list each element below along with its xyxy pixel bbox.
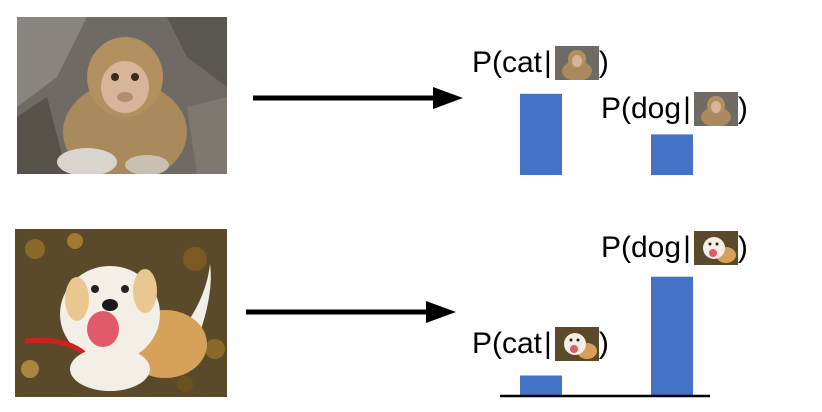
dog-photo xyxy=(15,229,227,397)
dog-thumbnail-icon xyxy=(554,327,599,361)
monkey-photo xyxy=(17,17,227,174)
label-bottom-cat: P(cat|) xyxy=(472,327,609,361)
bar-cat xyxy=(520,93,562,175)
arrow-bottom xyxy=(246,301,456,323)
bar-dog xyxy=(651,276,693,395)
arrow-top xyxy=(253,87,463,109)
dog-thumbnail-icon xyxy=(693,231,738,265)
chart-top xyxy=(520,93,693,175)
monkey-thumbnail-icon xyxy=(554,46,599,80)
label-top-cat: P(cat|) xyxy=(472,46,609,80)
bar-dog xyxy=(651,134,693,175)
label-bottom-dog: P(dog|) xyxy=(601,231,748,265)
label-top-dog: P(dog|) xyxy=(601,92,748,126)
monkey-thumbnail-icon xyxy=(693,92,738,126)
bar-cat xyxy=(520,375,562,395)
chart-bottom xyxy=(500,276,710,398)
